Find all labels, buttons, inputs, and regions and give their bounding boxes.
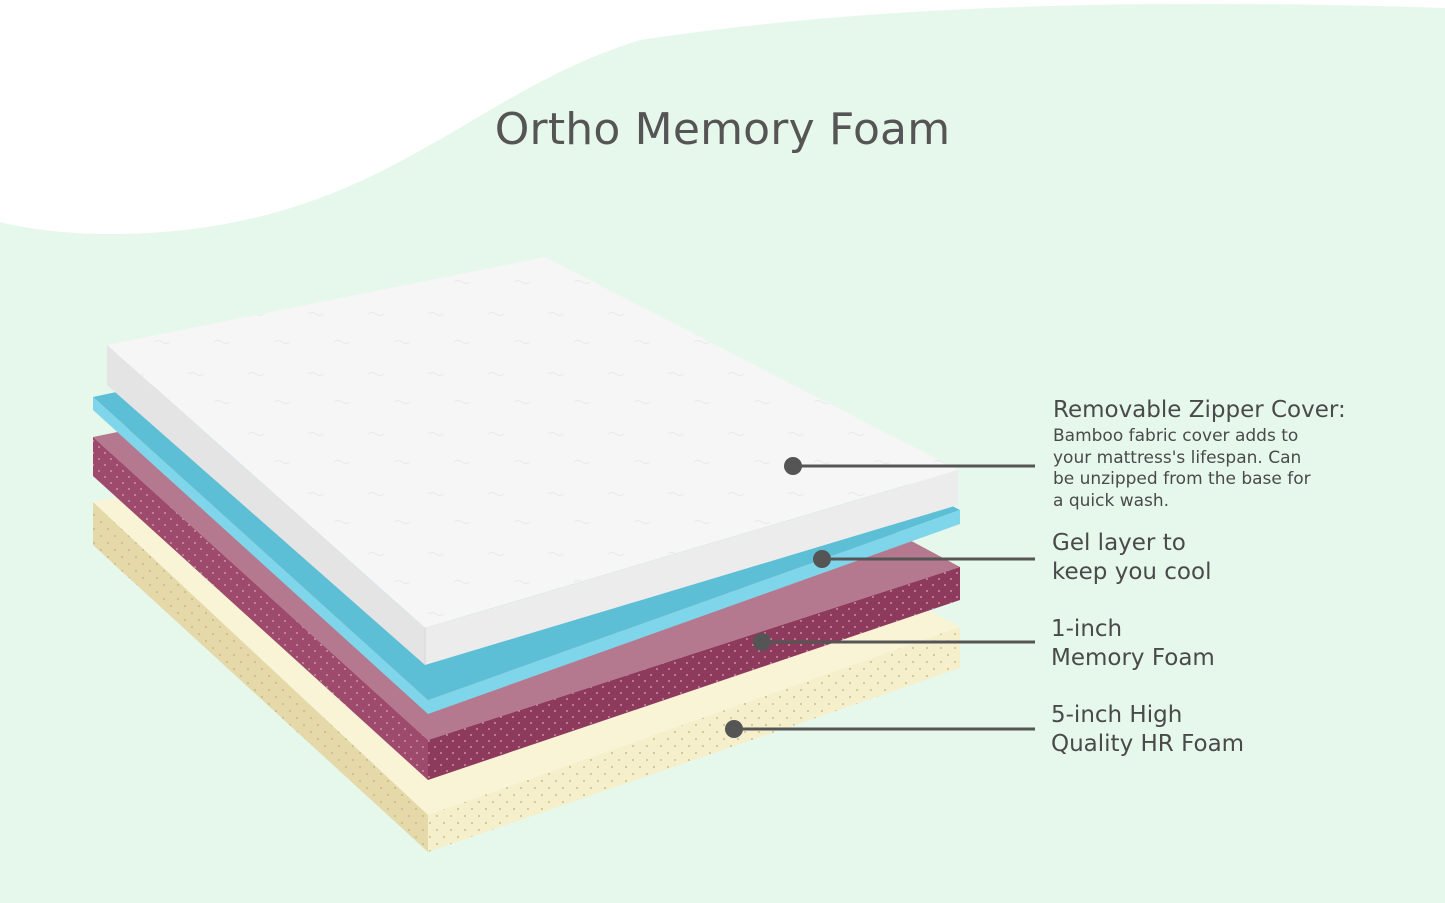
memory-foam-label: 1-inch Memory Foam <box>1051 615 1215 673</box>
cover-layer <box>107 257 958 665</box>
cover-pointer <box>784 457 1035 475</box>
memory-foam-label-title: 1-inch Memory Foam <box>1051 616 1215 671</box>
cover-front-side <box>425 470 958 665</box>
gel-pointer <box>813 550 1035 568</box>
background-wave <box>0 0 1445 235</box>
hr-foam-pointer <box>725 720 1035 738</box>
hr-foam-label: 5-inch High Quality HR Foam <box>1051 701 1244 759</box>
cover-left-side <box>107 345 425 665</box>
memory-foam-pointer <box>753 633 1035 651</box>
gel-label: Gel layer to keep you cool <box>1052 529 1211 587</box>
hr-foam-label-title: 5-inch High Quality HR Foam <box>1051 702 1245 757</box>
page-title: Ortho Memory Foam <box>494 104 951 155</box>
gel-left-edge <box>93 397 428 714</box>
cover-label-description: Bamboo fabric cover adds to your mattres… <box>1053 426 1311 511</box>
cover-label-title: Removable Zipper Cover: <box>1053 397 1346 423</box>
gel-label-title: Gel layer to keep you cool <box>1052 530 1212 585</box>
cover-label: Removable Zipper Cover: Bamboo fabric co… <box>1053 396 1346 512</box>
